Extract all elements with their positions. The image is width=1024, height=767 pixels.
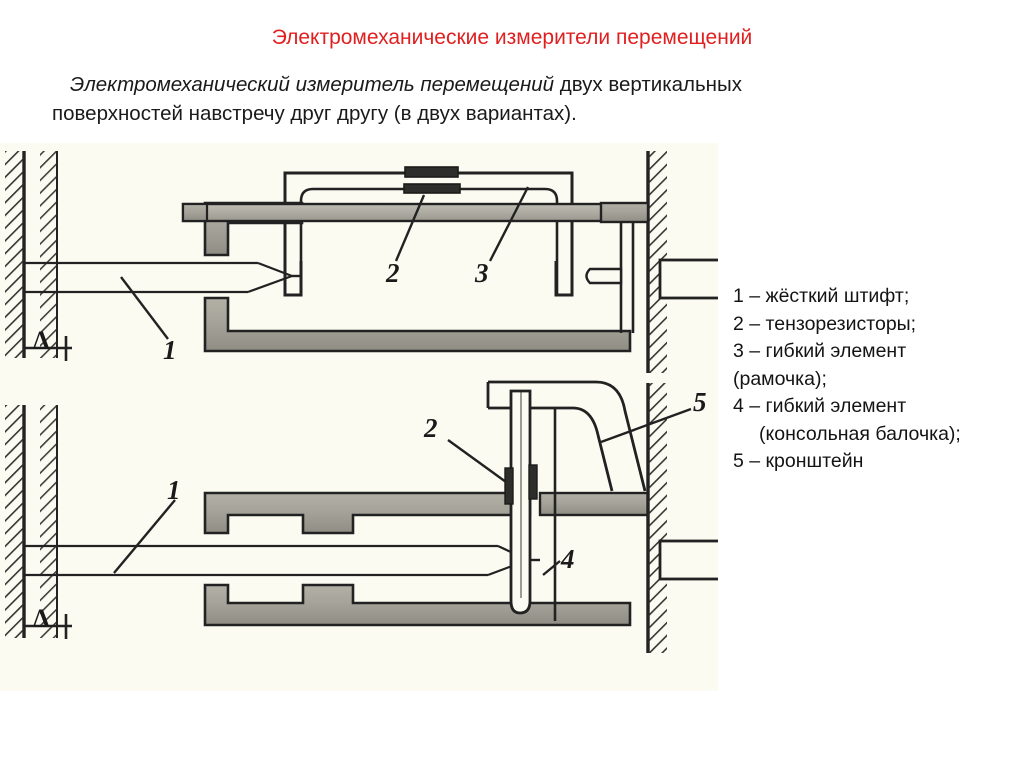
top-diagram-frame-variant: Δ [5,151,718,373]
top-bar-metal [181,202,615,223]
callout-bottom-5: 5 [693,387,707,417]
top-strain-gauges [403,166,461,194]
legend-item-5: 5 – кронштейн [733,450,864,472]
legend-item-4-cont: (консольная балочка); [759,422,961,445]
top-delta-symbol: Δ [33,326,49,355]
callout-top-1: 1 [163,335,177,365]
strain-gauge-left [504,467,514,505]
top-dimension-marker: Δ [24,326,72,361]
figure-background [0,143,718,691]
subtitle-regular-part: двух вертикальных поверхностей навстречу… [52,73,742,125]
bottom-left-wall [5,405,58,638]
bottom-callouts: 1 2 4 5 [113,387,707,576]
callout-bottom-2: 2 [423,413,438,443]
bottom-dimension-marker: Δ [24,604,72,639]
bottom-bracket-5 [486,380,647,492]
bottom-strain-gauges [504,464,538,505]
top-wall-bracket [658,258,718,300]
subtitle-italic-part: Электромеханический измеритель перемещен… [70,73,555,96]
callout-top-2: 2 [385,258,400,288]
bottom-delta-symbol: Δ [33,604,49,633]
bottom-diagram-cantilever-variant: Δ [5,380,718,653]
legend-item-4: 4 – гибкий элемент [733,395,907,417]
top-left-lower-block [203,296,632,353]
top-measuring-bar [181,202,615,223]
callout-bottom-4: 4 [560,544,575,574]
top-callouts: 1 2 3 [120,186,530,365]
page-title: Электромеханические измерители перемещен… [271,26,753,49]
callout-bottom-1: 1 [167,475,181,505]
legend-item-1: 1 – жёсткий штифт; [733,285,910,307]
bottom-wall-bracket [658,539,718,581]
bottom-lower-shelf [203,583,632,627]
legend-item-3-cont: (рамочка); [733,367,827,390]
strain-gauge-outer-top [404,166,459,178]
technical-diagram-figure: Δ [0,143,718,691]
bottom-right-wall [646,383,667,653]
top-left-wall [5,151,58,358]
strain-gauge-inner-top [403,183,461,194]
legend-item-3: 3 – гибкий элемент [733,340,907,362]
top-right-wall [646,151,667,373]
callout-top-3: 3 [474,258,489,288]
legend-item-2: 2 – тензорезисторы; [733,312,917,335]
legend-list: 1 – жёсткий штифт; 2 – тензорезисторы; 3… [733,283,1021,476]
top-right-hanger [585,201,650,333]
bottom-cantilever-beam [509,389,532,615]
subtitle-text: Электромеханический измеритель перемещен… [52,70,782,128]
strain-gauge-right [528,464,538,500]
